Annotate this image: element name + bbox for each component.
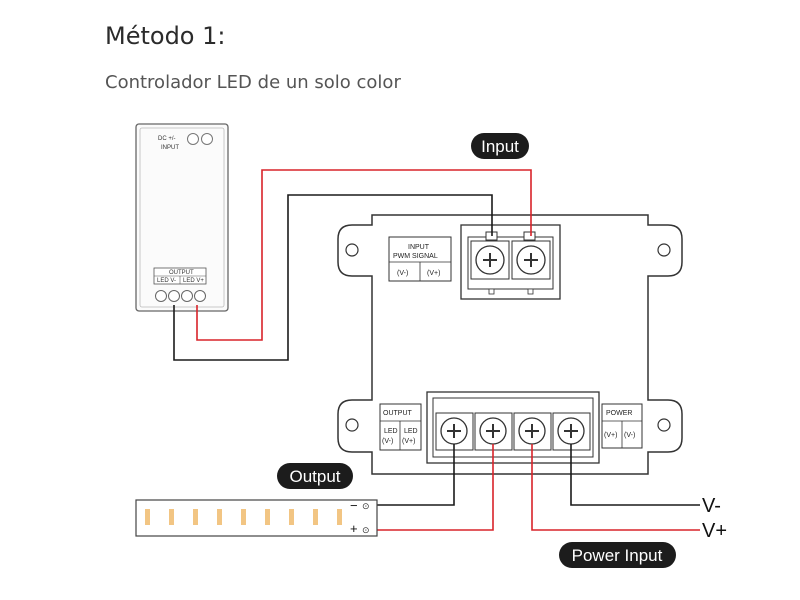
strip-pad-plus-icon: ⊙ xyxy=(362,525,370,535)
controller-dc-label: DC +/- xyxy=(158,136,176,142)
controller-led-minus-label: LED V- xyxy=(157,278,176,284)
page-subtitle: Controlador LED de un solo color xyxy=(105,72,401,93)
terminal-v-minus-label: V- xyxy=(702,495,721,517)
led-chip-8 xyxy=(313,509,318,525)
amp-power-plus: (V+) xyxy=(604,432,617,439)
led-strip: − + ⊙ ⊙ xyxy=(135,498,378,537)
page-title: Método 1: xyxy=(105,22,226,50)
strip-plus-sign: + xyxy=(350,521,358,536)
controller-input-label: INPUT xyxy=(161,145,179,151)
callout-output: Output xyxy=(277,463,353,489)
amp-output-led-minus-top: LED xyxy=(384,428,398,435)
controller-screw-1 xyxy=(155,290,167,302)
amp-input-label-block: INPUT PWM SIGNAL (V-) (V+) xyxy=(388,236,452,282)
mount-hole-top-left xyxy=(345,243,359,257)
amp-input-terminal-block xyxy=(460,224,561,300)
amp-output-label-block: OUTPUT LED (V-) LED (V+) xyxy=(379,403,422,451)
power-screw-minus xyxy=(557,417,585,445)
output-screw-led-plus xyxy=(479,417,507,445)
controller-dc-jack-left xyxy=(187,133,199,145)
input-screw-minus xyxy=(475,245,505,275)
amp-power-title: POWER xyxy=(606,410,632,417)
amp-input-minus: (V-) xyxy=(397,270,408,277)
callout-power-input-label: Power Input xyxy=(572,546,663,565)
controller-screw-3 xyxy=(181,290,193,302)
callout-power-input: Power Input xyxy=(559,542,676,568)
led-controller: DC +/- INPUT OUTPUT LED V- LED V+ xyxy=(135,123,229,312)
led-chip-7 xyxy=(289,509,294,525)
amp-output-title: OUTPUT xyxy=(383,410,413,417)
amp-input-title: INPUT xyxy=(408,244,430,251)
led-chip-4 xyxy=(217,509,222,525)
amp-power-label-block: POWER (V+) (V-) xyxy=(601,403,643,449)
led-chip-9 xyxy=(337,509,342,525)
strip-minus-sign: − xyxy=(350,498,358,513)
led-chip-1 xyxy=(145,509,150,525)
amp-output-terminal-block xyxy=(426,391,600,464)
controller-output-label: OUTPUT xyxy=(169,270,194,276)
wire-pwm-signal-black xyxy=(173,194,493,361)
amp-input-subtitle: PWM SIGNAL xyxy=(393,253,438,260)
mount-hole-top-right xyxy=(657,243,671,257)
led-strip-body xyxy=(135,499,378,537)
wire-pwm-signal-red xyxy=(196,169,532,341)
wire-power-red xyxy=(531,444,700,531)
output-screw-led-minus xyxy=(440,417,468,445)
callout-input: Input xyxy=(471,133,529,159)
power-screw-plus xyxy=(518,417,546,445)
led-chip-3 xyxy=(193,509,198,525)
wire-output-red xyxy=(374,444,494,531)
led-chip-5 xyxy=(241,509,246,525)
amplifier-device: INPUT PWM SIGNAL (V-) (V+) xyxy=(337,214,683,475)
controller-screw-4 xyxy=(194,290,206,302)
controller-inner-outline xyxy=(139,127,225,308)
amp-power-minus: (V-) xyxy=(624,432,635,439)
amp-output-led-minus-bottom: (V-) xyxy=(382,438,393,445)
controller-dc-jack-right xyxy=(201,133,213,145)
callout-input-label: Input xyxy=(481,137,519,156)
wire-output-black xyxy=(374,444,455,506)
amp-input-plus: (V+) xyxy=(427,270,440,277)
wires xyxy=(173,169,700,531)
wire-power-black xyxy=(570,444,700,506)
controller-led-plus-label: LED V+ xyxy=(183,278,204,284)
callout-output-label: Output xyxy=(289,467,340,486)
terminal-v-plus-label: V+ xyxy=(702,520,727,542)
strip-pad-minus-icon: ⊙ xyxy=(362,501,370,511)
controller-screw-2 xyxy=(168,290,180,302)
amp-output-led-plus-top: LED xyxy=(404,428,418,435)
led-chip-6 xyxy=(265,509,270,525)
controller-body xyxy=(135,123,229,312)
input-screw-plus xyxy=(516,245,546,275)
led-chip-2 xyxy=(169,509,174,525)
amp-output-led-plus-bottom: (V+) xyxy=(402,438,415,445)
mount-hole-bottom-left xyxy=(345,418,359,432)
mount-hole-bottom-right xyxy=(657,418,671,432)
